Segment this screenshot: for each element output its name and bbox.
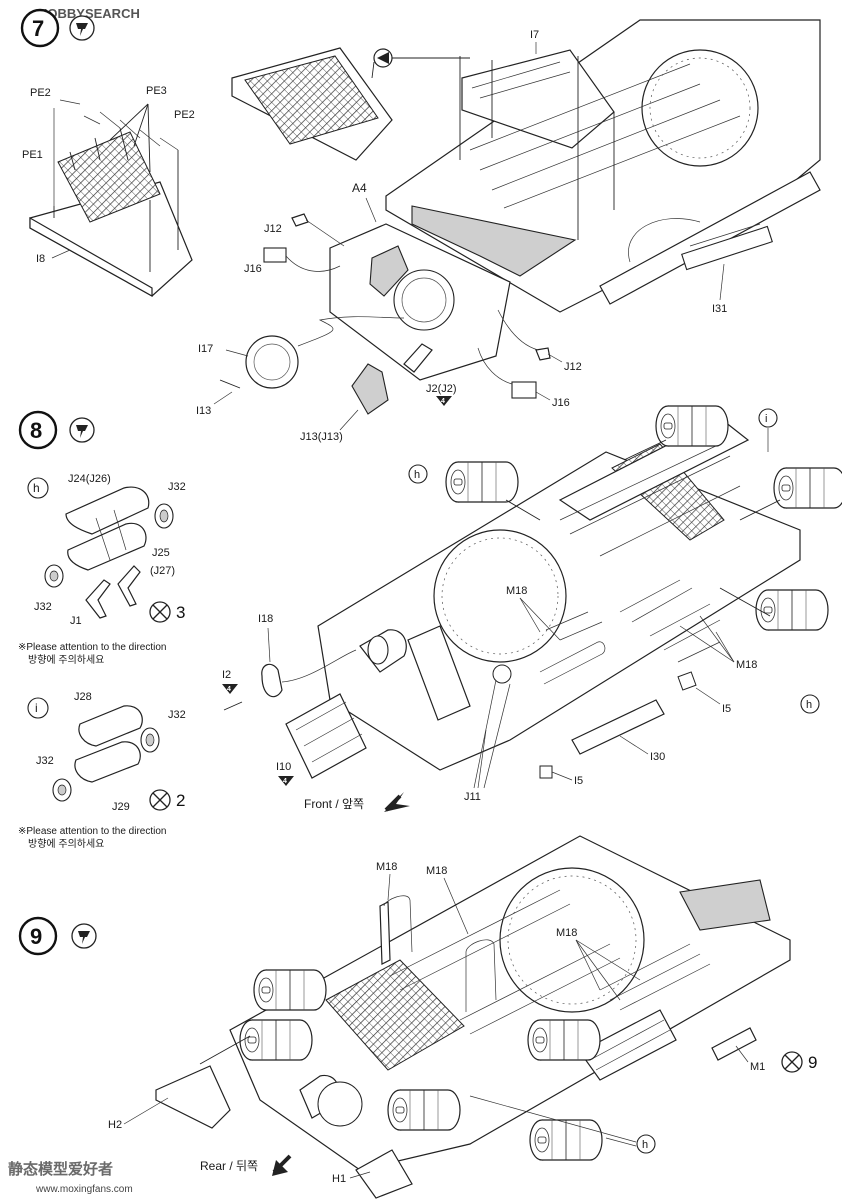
label-j16: J16 xyxy=(552,397,570,409)
step-9-number: 9 xyxy=(30,924,42,949)
step-9: 9 xyxy=(18,835,817,1199)
watermark-hobbysearch: HOBBYSEARCH xyxy=(38,6,140,21)
label-i17: I17 xyxy=(198,343,213,355)
label-i8: I8 xyxy=(36,253,45,265)
fuel-drum xyxy=(387,1089,461,1131)
drum-callouts: i h h xyxy=(408,408,820,714)
fuel-drum xyxy=(655,405,729,447)
label-j1: J1 xyxy=(70,615,82,627)
label-j2: J2(J2) xyxy=(426,383,457,395)
label-j25: J25 xyxy=(152,547,170,559)
label-i13: I13 xyxy=(196,405,211,417)
label-m18: M18 xyxy=(426,865,447,877)
glue-tube-icon xyxy=(69,417,95,443)
label-j28: J28 xyxy=(74,691,92,703)
label-j32: J32 xyxy=(168,481,186,493)
step-8: 8 h J24(J26) J32 J25 (J27) J32 J1 3 ※Pl xyxy=(18,405,842,850)
callout-h: h xyxy=(642,1139,648,1151)
rear-label: Rear / 뒤쪽 xyxy=(200,1159,258,1173)
label-i31: I31 xyxy=(712,303,727,315)
step9-callouts: M18 M18 M18 M1 9 H2 h H1 Rear / 뒤쪽 xyxy=(108,861,817,1199)
label-j11: J11 xyxy=(464,791,481,803)
direction-note-kr: 방향에 주의하세요 xyxy=(28,653,104,666)
step-7-number: 7 xyxy=(32,16,44,41)
front-label: Front / 앞쪽 xyxy=(304,797,364,811)
quantity-cross-icon xyxy=(149,789,171,811)
label-j12: J12 xyxy=(264,223,282,235)
fuel-drum xyxy=(527,1019,601,1061)
fuel-drum xyxy=(773,467,842,509)
sub-h-letter: h xyxy=(33,481,40,495)
label-h1: H1 xyxy=(332,1173,346,1185)
rear-hull-step8: M18 M18 xyxy=(317,417,801,771)
label-i18: I18 xyxy=(258,613,273,625)
label-m18: M18 xyxy=(556,927,577,939)
rear-plate-a4: A4 J12 J16 I17 I13 J13(J13) J2(J2) 4 J12 xyxy=(196,181,582,443)
sub-i-letter: i xyxy=(35,701,38,715)
rear-hull-upper: I7 I31 xyxy=(385,19,821,315)
step-7-badge: 7 xyxy=(20,8,95,48)
subassembly-h: h J24(J26) J32 J25 (J27) J32 J1 3 ※Pleas… xyxy=(18,473,186,666)
rear-hull-step9 xyxy=(229,835,791,1171)
label-pe3: PE3 xyxy=(146,85,167,97)
step-9-badge: 9 xyxy=(18,916,97,956)
label-j27: (J27) xyxy=(150,565,175,577)
label-m18: M18 xyxy=(736,659,757,671)
quantity-cross-icon xyxy=(149,601,171,623)
fuel-drum xyxy=(253,969,327,1011)
callout-i: i xyxy=(765,413,767,425)
label-m18: M18 xyxy=(506,585,527,597)
subassembly-i: i J28 J32 J32 J29 2 ※Please attention to… xyxy=(18,691,186,850)
i10-triangle-number: 4 xyxy=(283,778,287,785)
direction-note-en: ※Please attention to the direction xyxy=(18,826,166,837)
watermark-url: www.moxingfans.com xyxy=(35,1184,133,1195)
label-pe2: PE2 xyxy=(30,87,51,99)
sub-i-qty: 2 xyxy=(176,791,185,810)
i2-triangle-number: 4 xyxy=(227,686,231,693)
label-a4: A4 xyxy=(352,181,367,195)
label-pe2: PE2 xyxy=(174,109,195,121)
label-j32: J32 xyxy=(36,755,54,767)
label-j12: J12 xyxy=(564,361,582,373)
step-7: 7 PE2 PE3 PE2 PE1 xyxy=(20,8,821,443)
step-8-badge: 8 xyxy=(18,410,95,450)
quantity-cross-icon xyxy=(781,1051,803,1073)
label-j24: J24(J26) xyxy=(68,473,111,485)
glue-tube-icon xyxy=(69,15,95,41)
label-i5: I5 xyxy=(722,703,731,715)
sub-h-qty: 3 xyxy=(176,603,185,622)
step8-small-parts: I18 I2 4 I10 4 I5 I30 I5 J11 xyxy=(222,613,731,812)
label-pe1: PE1 xyxy=(22,149,43,161)
label-j29: J29 xyxy=(112,801,130,813)
j2-triangle-number: 4 xyxy=(441,398,445,405)
label-j32: J32 xyxy=(34,601,52,613)
step-8-number: 8 xyxy=(30,418,42,443)
label-m1: M1 xyxy=(750,1061,765,1073)
label-m18: M18 xyxy=(376,861,397,873)
fuel-drum xyxy=(529,1119,603,1161)
direction-note-en: ※Please attention to the direction xyxy=(18,642,166,653)
label-i7: I7 xyxy=(530,29,539,41)
grille-subassembly: PE2 PE3 PE2 PE1 I8 xyxy=(22,85,195,298)
label-i2: I2 xyxy=(222,669,231,681)
callout-h: h xyxy=(806,699,812,711)
label-i10: I10 xyxy=(276,761,291,773)
callout-h: h xyxy=(414,469,420,481)
step9-qty: 9 xyxy=(808,1053,817,1072)
direction-note-kr: 방향에 주의하세요 xyxy=(28,837,104,850)
glue-tube-icon xyxy=(71,923,97,949)
fuel-drum xyxy=(445,461,519,503)
fuel-drum xyxy=(239,1019,313,1061)
label-h2: H2 xyxy=(108,1119,122,1131)
fuel-drum xyxy=(755,589,829,631)
watermark-cn: 静态模型爱好者 xyxy=(8,1160,113,1178)
label-i30: I30 xyxy=(650,751,665,763)
label-j32: J32 xyxy=(168,709,186,721)
label-i5: I5 xyxy=(574,775,583,787)
label-j13: J13(J13) xyxy=(300,431,343,443)
label-j16: J16 xyxy=(244,263,262,275)
grille-cover xyxy=(231,47,470,161)
